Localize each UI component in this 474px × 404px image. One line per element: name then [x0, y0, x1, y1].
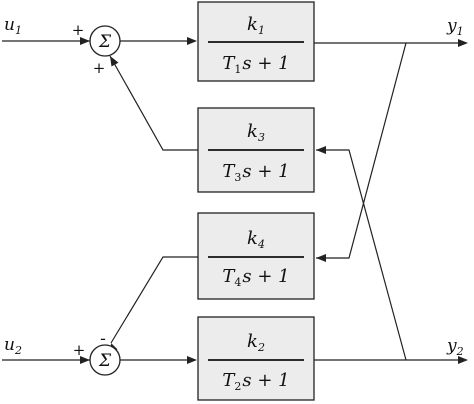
block-k4-denominator: T4s + 1 [222, 266, 289, 289]
input-u1-label: u1 [4, 15, 22, 37]
sum1-sign-bottom: + [93, 59, 106, 77]
block-k1-denominator: T1s + 1 [222, 53, 289, 76]
arrowhead-sum1-input [80, 37, 90, 45]
block-k4: k4 T4s + 1 [197, 212, 315, 300]
arrowhead-block1-input [187, 37, 197, 45]
arrowhead-block2-input [187, 356, 197, 364]
arrowheads [80, 37, 468, 364]
y2-to-k3-line [316, 149, 407, 361]
arrowhead-sum2-input [80, 356, 90, 364]
sum2-sign-left: + [73, 341, 86, 359]
arrowhead-k4-input [316, 254, 326, 262]
block-k3-denominator: T3s + 1 [222, 161, 289, 184]
arrowhead-sum1-feedback [110, 56, 119, 67]
arrowhead-y2 [458, 356, 468, 364]
y1-to-k4-line [316, 42, 407, 259]
summing-junction-2: Σ [89, 344, 121, 376]
arrowhead-k3-input [316, 146, 326, 154]
signal-lines [2, 40, 466, 361]
block-k2-numerator: k2 [247, 331, 265, 354]
block-k2-denominator: T2s + 1 [222, 370, 289, 393]
arrowhead-y1 [458, 39, 468, 47]
block-k2: k2 T2s + 1 [197, 316, 315, 401]
k4-to-sum2-line [110, 256, 198, 344]
block-k3-numerator: k3 [247, 121, 265, 144]
output-y1-label: y1 [446, 16, 464, 38]
input-u2-label: u2 [4, 335, 22, 357]
output-y2-label: y2 [446, 336, 464, 358]
block-k4-numerator: k4 [247, 228, 265, 251]
sum1-sign-top: + [72, 21, 85, 39]
sum1-symbol: Σ [98, 32, 112, 52]
block-k1-numerator: k1 [247, 14, 265, 37]
k3-to-sum1-line [109, 55, 198, 151]
sum2-sign-top: - [100, 329, 106, 349]
summing-junction-1: Σ [89, 25, 121, 57]
sum2-symbol: Σ [98, 351, 112, 371]
block-k3: k3 T3s + 1 [197, 107, 315, 193]
block-k1: k1 T1s + 1 [197, 1, 315, 82]
